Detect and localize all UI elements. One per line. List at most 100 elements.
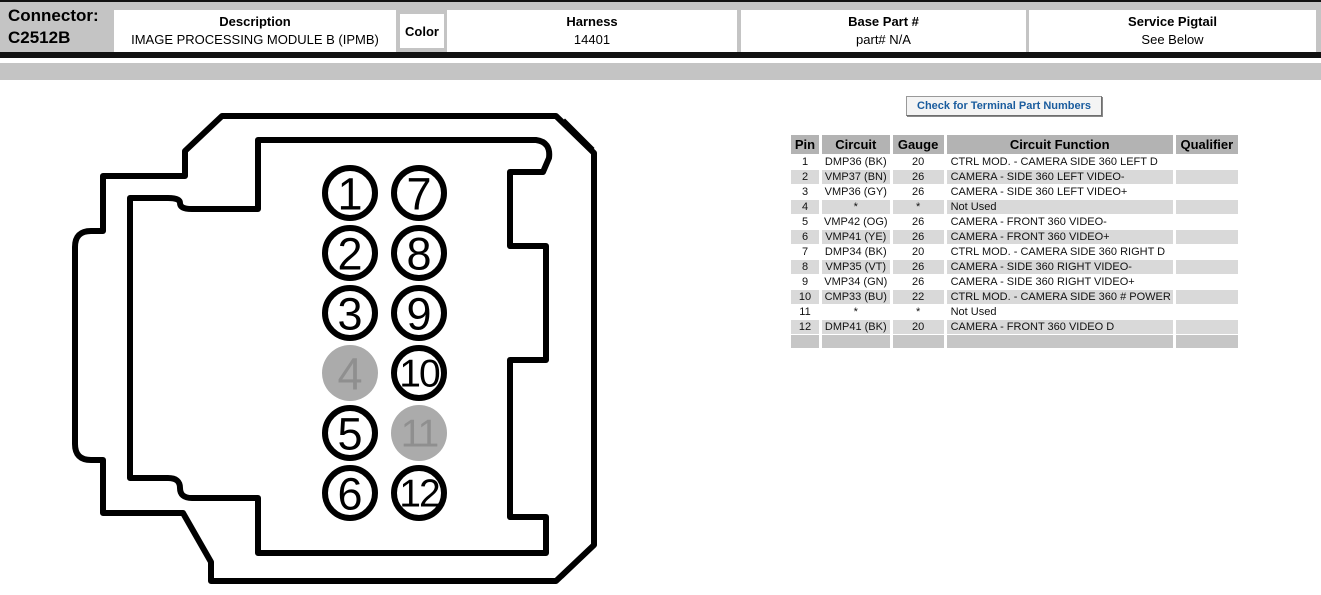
description-box: Description IMAGE PROCESSING MODULE B (I… — [114, 10, 396, 52]
pin-table-cell: 4 — [791, 200, 819, 214]
pin-table-cell: 1 — [791, 155, 819, 169]
pin-9 — [391, 285, 447, 341]
pin-number-label: 7 — [406, 169, 431, 220]
connector-header-bar: Connector: C2512B Description IMAGE PROC… — [0, 0, 1321, 58]
pin-table-cell: 26 — [892, 170, 944, 184]
check-terminal-part-numbers-button[interactable]: Check for Terminal Part Numbers — [906, 96, 1103, 116]
pin-number-label: 8 — [406, 229, 431, 280]
pin-table-cell: 2 — [791, 170, 819, 184]
pin-table-cell: 20 — [892, 245, 944, 259]
pin-10 — [391, 345, 447, 401]
pin-table-cell: 26 — [892, 260, 944, 274]
pin-table-cell: VMP37 (BN) — [822, 170, 890, 184]
pin-table-cell: DMP41 (BK) — [822, 320, 890, 334]
connector-inner-outline — [127, 137, 553, 556]
pin-4-unused — [322, 345, 378, 401]
pin-table-cell: Not Used — [946, 305, 1173, 319]
pin-1 — [322, 165, 378, 221]
pin-table-cell: 26 — [892, 230, 944, 244]
pin-table-empty-cell — [791, 335, 819, 348]
column-header-qualifier: Qualifier — [1175, 135, 1238, 154]
pin-table-cell: 12 — [791, 320, 819, 334]
color-label: Color — [405, 23, 439, 39]
pin-table-cell: CTRL MOD. - CAMERA SIDE 360 RIGHT D — [946, 245, 1173, 259]
pin-table-cell: CTRL MOD. - CAMERA SIDE 360 # POWER — [946, 290, 1173, 304]
pin-number-label: 6 — [337, 469, 362, 520]
base-part-value: part# N/A — [856, 32, 911, 47]
pin-5 — [322, 405, 378, 461]
pin-table-cell — [1175, 305, 1238, 319]
pin-table-cell: 7 — [791, 245, 819, 259]
column-header-circuit: Circuit — [822, 135, 890, 154]
pin-table-empty-cell — [1175, 335, 1238, 348]
pin-number-label: 5 — [337, 409, 362, 460]
pin-8 — [391, 225, 447, 281]
pin-table-cell: 3 — [791, 185, 819, 199]
pin-table-cell — [1175, 170, 1238, 184]
harness-value: 14401 — [573, 32, 611, 47]
pin-table-cell: 9 — [791, 275, 819, 289]
connector-id: C2512B — [8, 28, 71, 47]
pin-table-cell: 6 — [791, 230, 819, 244]
pin-table-cell: CAMERA - SIDE 360 RIGHT VIDEO- — [946, 260, 1173, 274]
connector-bevel-line-top — [561, 118, 595, 152]
pin-table-cell: CAMERA - SIDE 360 RIGHT VIDEO+ — [946, 275, 1173, 289]
pin-3 — [322, 285, 378, 341]
pin-table-cell: VMP41 (YE) — [822, 230, 890, 244]
pin-number-label: 1 — [337, 169, 362, 220]
pin-table-cell: VMP34 (GN) — [822, 275, 890, 289]
pin-number-label: 12 — [399, 473, 439, 516]
base-part-box: Base Part # part# N/A — [741, 10, 1026, 52]
harness-box: Harness 14401 — [447, 10, 737, 52]
pin-6 — [322, 465, 378, 521]
pin-table-cell: 8 — [791, 260, 819, 274]
pin-table-cell: 20 — [892, 155, 944, 169]
pin-table-empty-cell — [822, 335, 890, 348]
pin-number-label: 11 — [401, 413, 438, 456]
pin-table-cell: 11 — [791, 305, 819, 319]
pin-table-cell: * — [892, 305, 944, 319]
pin-number-label: 2 — [337, 229, 362, 280]
pin-table-empty-cell — [946, 335, 1173, 348]
pin-table-row: 4**Not Used — [791, 200, 1238, 214]
pin-table-cell — [1175, 200, 1238, 214]
pin-table-cell: DMP36 (BK) — [822, 155, 890, 169]
color-box: Color — [400, 14, 444, 48]
pin-number-label: 3 — [337, 289, 362, 340]
pin-table-cell: 26 — [892, 215, 944, 229]
pin-table-cell: CAMERA - SIDE 360 LEFT VIDEO+ — [946, 185, 1173, 199]
connector-label: Connector: — [8, 6, 99, 25]
pin-table-cell: VMP36 (GY) — [822, 185, 890, 199]
pin-12 — [391, 465, 447, 521]
pin-table-empty-cell — [892, 335, 944, 348]
pin-table-cell — [1175, 290, 1238, 304]
pin-table-cell: * — [892, 200, 944, 214]
pin-number-label: 10 — [399, 353, 440, 396]
pin-table-cell: CAMERA - FRONT 360 VIDEO- — [946, 215, 1173, 229]
pin-table-cell — [1175, 185, 1238, 199]
pin-number-label: 9 — [406, 289, 431, 340]
pin-table-cell: 20 — [892, 320, 944, 334]
column-header-gauge: Gauge — [892, 135, 944, 154]
pin-table-row: 11**Not Used — [791, 305, 1238, 319]
pin-2 — [322, 225, 378, 281]
service-pigtail-value: See Below — [1141, 32, 1204, 47]
pin-table-cell: CAMERA - FRONT 360 VIDEO D — [946, 320, 1173, 334]
pin-table-empty-row — [791, 335, 1238, 348]
pin-table-cell: CMP33 (BU) — [822, 290, 890, 304]
pin-table-cell: 10 — [791, 290, 819, 304]
description-label: Description — [219, 14, 291, 29]
separator-strip — [0, 63, 1321, 80]
pin-table-cell: DMP34 (BK) — [822, 245, 890, 259]
pin-table-cell: * — [822, 305, 890, 319]
